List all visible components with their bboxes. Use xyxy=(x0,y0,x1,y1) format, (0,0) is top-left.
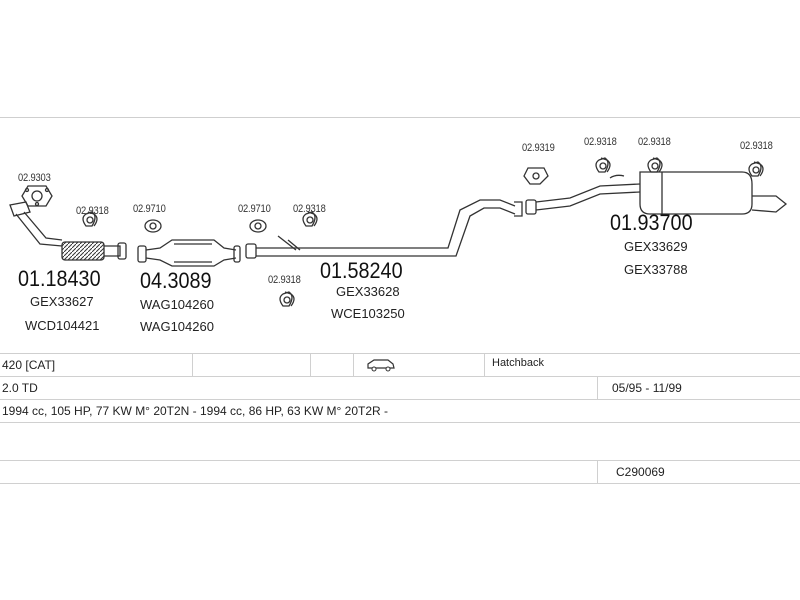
rear-clamp-1-code: 02.9318 xyxy=(584,136,617,148)
mid-clamp-bottom-code: 02.9318 xyxy=(268,274,301,286)
table-row-engine: 2.0 TD 05/95 - 11/99 xyxy=(0,377,800,400)
rear-clamp-3-icon xyxy=(748,161,764,177)
engine-cell: 2.0 TD xyxy=(0,377,598,399)
front-pipe-ref-2: WCD104421 xyxy=(25,318,100,333)
rear-gasket-code: 02.9319 xyxy=(522,142,555,154)
catalyst-icon xyxy=(137,239,241,267)
empty-cell xyxy=(0,461,598,483)
front-pipe-part-number[interactable]: 01.18430 xyxy=(18,266,101,291)
rear-silencer-ref-2: GEX33788 xyxy=(624,262,688,277)
front-pipe-ref-1: GEX33627 xyxy=(30,294,94,309)
empty-cell xyxy=(311,354,354,376)
manifold-gasket-code: 02.9303 xyxy=(18,172,51,184)
table-row-code: C290069 xyxy=(0,461,800,484)
middle-pipe-ref-2: WCE103250 xyxy=(331,306,405,321)
car-icon xyxy=(367,359,395,372)
catalyst-gasket-icon xyxy=(144,219,162,233)
top-border xyxy=(0,117,800,118)
front-clamp-icon xyxy=(82,211,98,227)
middle-pipe-icon xyxy=(245,199,523,259)
manifold-gasket-icon xyxy=(21,185,53,207)
front-clamp-code: 02.9318 xyxy=(76,205,109,217)
catalyst-ref-2: WAG104260 xyxy=(140,319,214,334)
mid-gasket-code: 02.9710 xyxy=(238,203,271,215)
table-top-border xyxy=(0,353,800,354)
spec-cell: 1994 cc, 105 HP, 77 KW M° 20T2N - 1994 c… xyxy=(2,404,388,418)
body-icon-cell xyxy=(354,354,485,376)
mid-gasket-icon xyxy=(249,219,267,233)
empty-cell xyxy=(193,354,311,376)
rear-clamp-1-icon xyxy=(595,157,611,173)
middle-pipe-part-number[interactable]: 01.58240 xyxy=(320,258,403,283)
rear-silencer-part-number[interactable]: 01.93700 xyxy=(610,210,693,235)
table-row-model: 420 [CAT] Hatchback xyxy=(0,354,800,377)
catalyst-gasket-code: 02.9710 xyxy=(133,203,166,215)
exhaust-diagram xyxy=(9,157,788,307)
table-row-empty xyxy=(0,423,800,461)
catalyst-ref-1: WAG104260 xyxy=(140,297,214,312)
rear-clamp-2-icon xyxy=(647,157,663,173)
mid-clamp-top-icon xyxy=(302,211,318,227)
front-pipe-icon xyxy=(9,201,127,261)
middle-pipe-ref-1: GEX33628 xyxy=(336,284,400,299)
table-row-spec: 1994 cc, 105 HP, 77 KW M° 20T2N - 1994 c… xyxy=(0,400,800,423)
rear-silencer-ref-1: GEX33629 xyxy=(624,239,688,254)
mid-clamp-top-code: 02.9318 xyxy=(293,203,326,215)
rear-silencer-icon xyxy=(525,171,788,215)
model-cell: 420 [CAT] xyxy=(0,354,193,376)
rear-clamp-3-code: 02.9318 xyxy=(740,140,773,152)
empty-cell xyxy=(0,423,792,460)
rear-clamp-2-code: 02.9318 xyxy=(638,136,671,148)
body-type-cell: Hatchback xyxy=(492,357,544,369)
rear-gasket-icon xyxy=(523,167,549,185)
mid-clamp-bottom-icon xyxy=(279,291,295,307)
years-cell: 05/95 - 11/99 xyxy=(612,381,682,395)
catalogue-code-cell: C290069 xyxy=(616,465,665,479)
catalyst-part-number[interactable]: 04.3089 xyxy=(140,268,212,293)
